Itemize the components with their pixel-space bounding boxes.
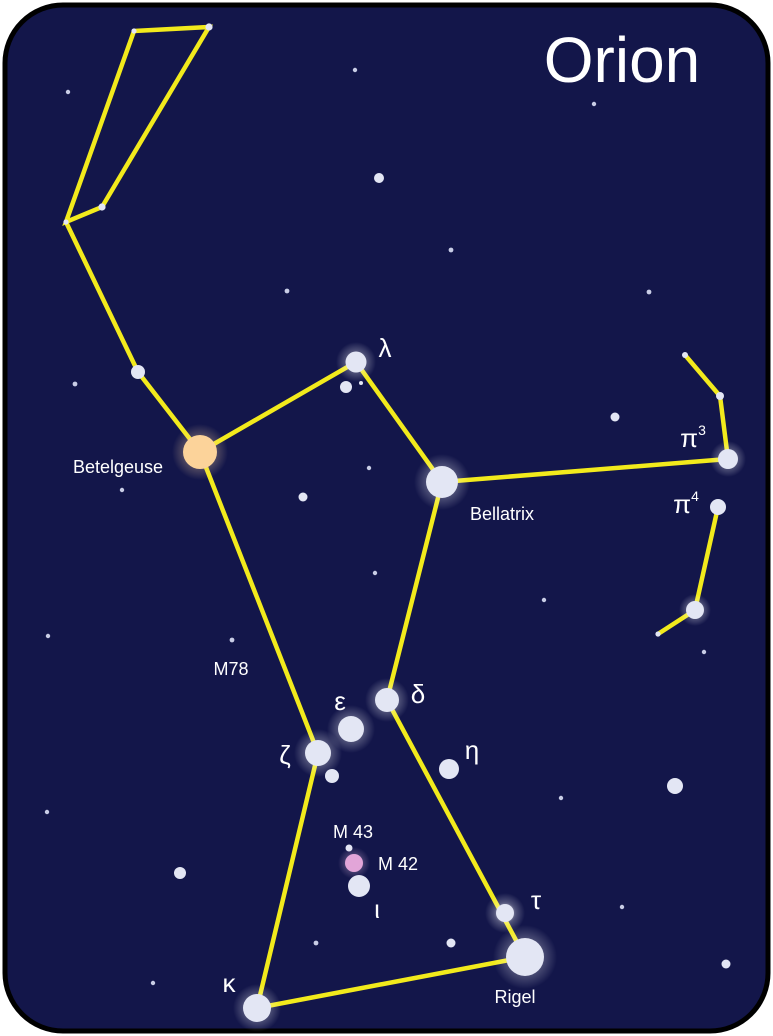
star-club-1 [131, 28, 137, 34]
star-dim [701, 649, 707, 655]
star-club-4 [63, 219, 69, 225]
star-small [446, 938, 456, 948]
label-m78: M78 [213, 659, 248, 679]
star-club-3 [98, 203, 106, 211]
star-dim [45, 633, 51, 639]
label-lambda: λ [379, 333, 392, 363]
star-dim [72, 381, 78, 387]
star-bellatrix [426, 466, 458, 498]
star-dim [541, 597, 547, 603]
star-dim [372, 570, 378, 576]
star-dim [44, 809, 50, 815]
star-eta [439, 759, 459, 779]
star-dim [558, 795, 564, 801]
star-m42 [345, 854, 363, 872]
star-small [374, 173, 384, 183]
stars [44, 23, 746, 1032]
line-left-body [197, 449, 528, 1011]
star-dim [352, 67, 358, 73]
star-shield-2 [716, 392, 724, 400]
label-kappa: κ [223, 968, 237, 998]
star-zeta-b [325, 769, 339, 783]
label-iota: ι [374, 894, 380, 924]
label-pi3-base: π [680, 423, 698, 453]
label-m42: M 42 [378, 854, 418, 874]
star-dim [591, 101, 597, 107]
star-arm [131, 365, 145, 379]
star-club-2 [205, 23, 213, 31]
star-lambda [345, 351, 367, 373]
label-pi4: π4 [673, 488, 699, 519]
star-dim [313, 940, 319, 946]
star-zeta [305, 740, 331, 766]
label-pi3: π3 [680, 422, 706, 453]
star-lambda-c [359, 381, 363, 385]
label-epsilon: ε [334, 686, 346, 716]
label-delta: δ [411, 679, 425, 709]
star-dim [448, 247, 454, 253]
star-epsilon [338, 716, 364, 742]
star-lambda-b [340, 381, 352, 393]
star-dim [65, 89, 71, 95]
star-rigel [506, 938, 544, 976]
star-shield-6 [655, 631, 661, 637]
star-pi3 [718, 449, 738, 469]
star-dim [619, 904, 625, 910]
star-small [610, 412, 620, 422]
chart-title: Orion [544, 24, 701, 96]
label-pi4-base: π [673, 489, 691, 519]
star-dim [284, 288, 290, 294]
star-shield-top [682, 352, 688, 358]
label-tau: τ [531, 885, 542, 915]
star-iota [348, 875, 370, 897]
star-small [667, 778, 683, 794]
label-pi4-sup: 4 [691, 488, 699, 504]
label-rigel: Rigel [494, 987, 535, 1007]
star-kappa [243, 994, 271, 1022]
star-dim [366, 465, 372, 471]
label-zeta: ζ [279, 740, 290, 770]
star-delta [375, 688, 399, 712]
star-dim [119, 487, 125, 493]
star-dim [229, 637, 235, 643]
label-pi3-sup: 3 [698, 422, 706, 438]
label-eta: η [465, 735, 479, 765]
star-dim [646, 289, 652, 295]
star-dim [150, 980, 156, 986]
line-shoulders [197, 359, 731, 485]
star-shield-5 [686, 601, 704, 619]
label-bellatrix: Bellatrix [470, 504, 534, 524]
star-tau [496, 904, 514, 922]
label-betelgeuse: Betelgeuse [73, 457, 163, 477]
star-labels: Betelgeuse Bellatrix Rigel λ π3 π4 M78 ε… [73, 333, 706, 1007]
star-betelgeuse [183, 435, 217, 469]
star-small [298, 492, 308, 502]
star-small [174, 867, 186, 879]
star-small [721, 959, 731, 969]
star-pi4 [710, 499, 726, 515]
label-m43: M 43 [333, 822, 373, 842]
